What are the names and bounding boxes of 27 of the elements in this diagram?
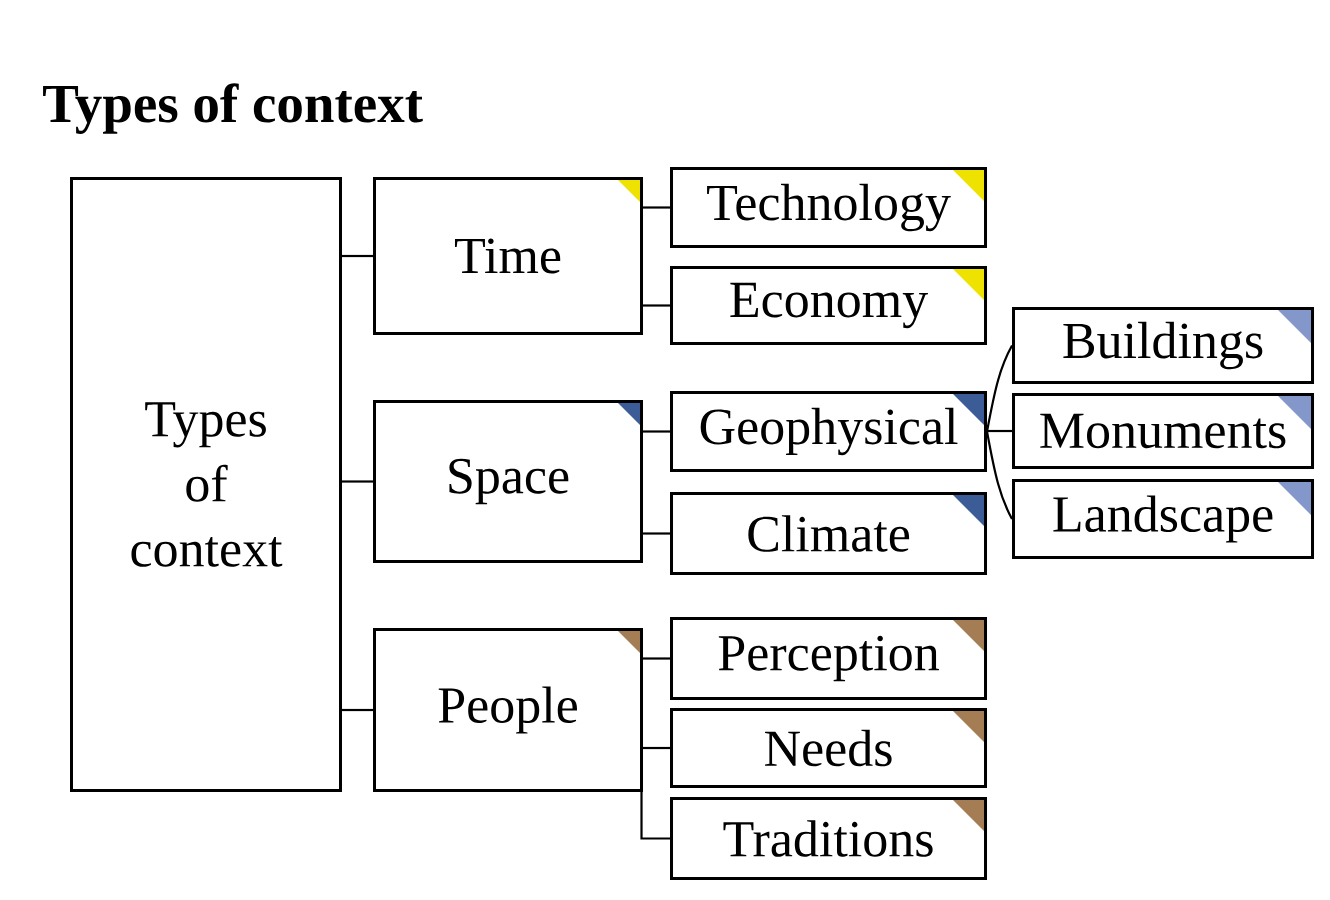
connector-line — [342, 254, 373, 258]
category-box: Perception — [670, 617, 987, 700]
category-box: Buildings — [1012, 307, 1314, 384]
category-box: Space — [373, 400, 643, 563]
connector-line — [643, 206, 670, 209]
category-box: Time — [373, 177, 643, 335]
connector-line — [985, 345, 1013, 432]
category-box: Technology — [670, 167, 987, 248]
category-box: Economy — [670, 266, 987, 345]
connector-line — [643, 304, 670, 307]
connector-line — [643, 430, 670, 433]
connector-line — [342, 708, 373, 712]
connector-line — [643, 746, 670, 750]
category-box: Landscape — [1012, 479, 1314, 559]
category-box: Monuments — [1012, 393, 1314, 469]
category-box: Needs — [670, 708, 987, 788]
category-box: People — [373, 628, 643, 792]
connector-line — [640, 792, 670, 840]
category-box: Types of context — [70, 177, 342, 792]
connector-line — [643, 532, 670, 535]
category-box: Traditions — [670, 797, 987, 880]
category-box: Geophysical — [670, 391, 987, 472]
category-box: Climate — [670, 492, 987, 575]
connector-line — [342, 480, 373, 483]
connector-line — [987, 429, 1012, 433]
connector-line — [643, 657, 670, 660]
title: Types of context — [43, 83, 423, 134]
